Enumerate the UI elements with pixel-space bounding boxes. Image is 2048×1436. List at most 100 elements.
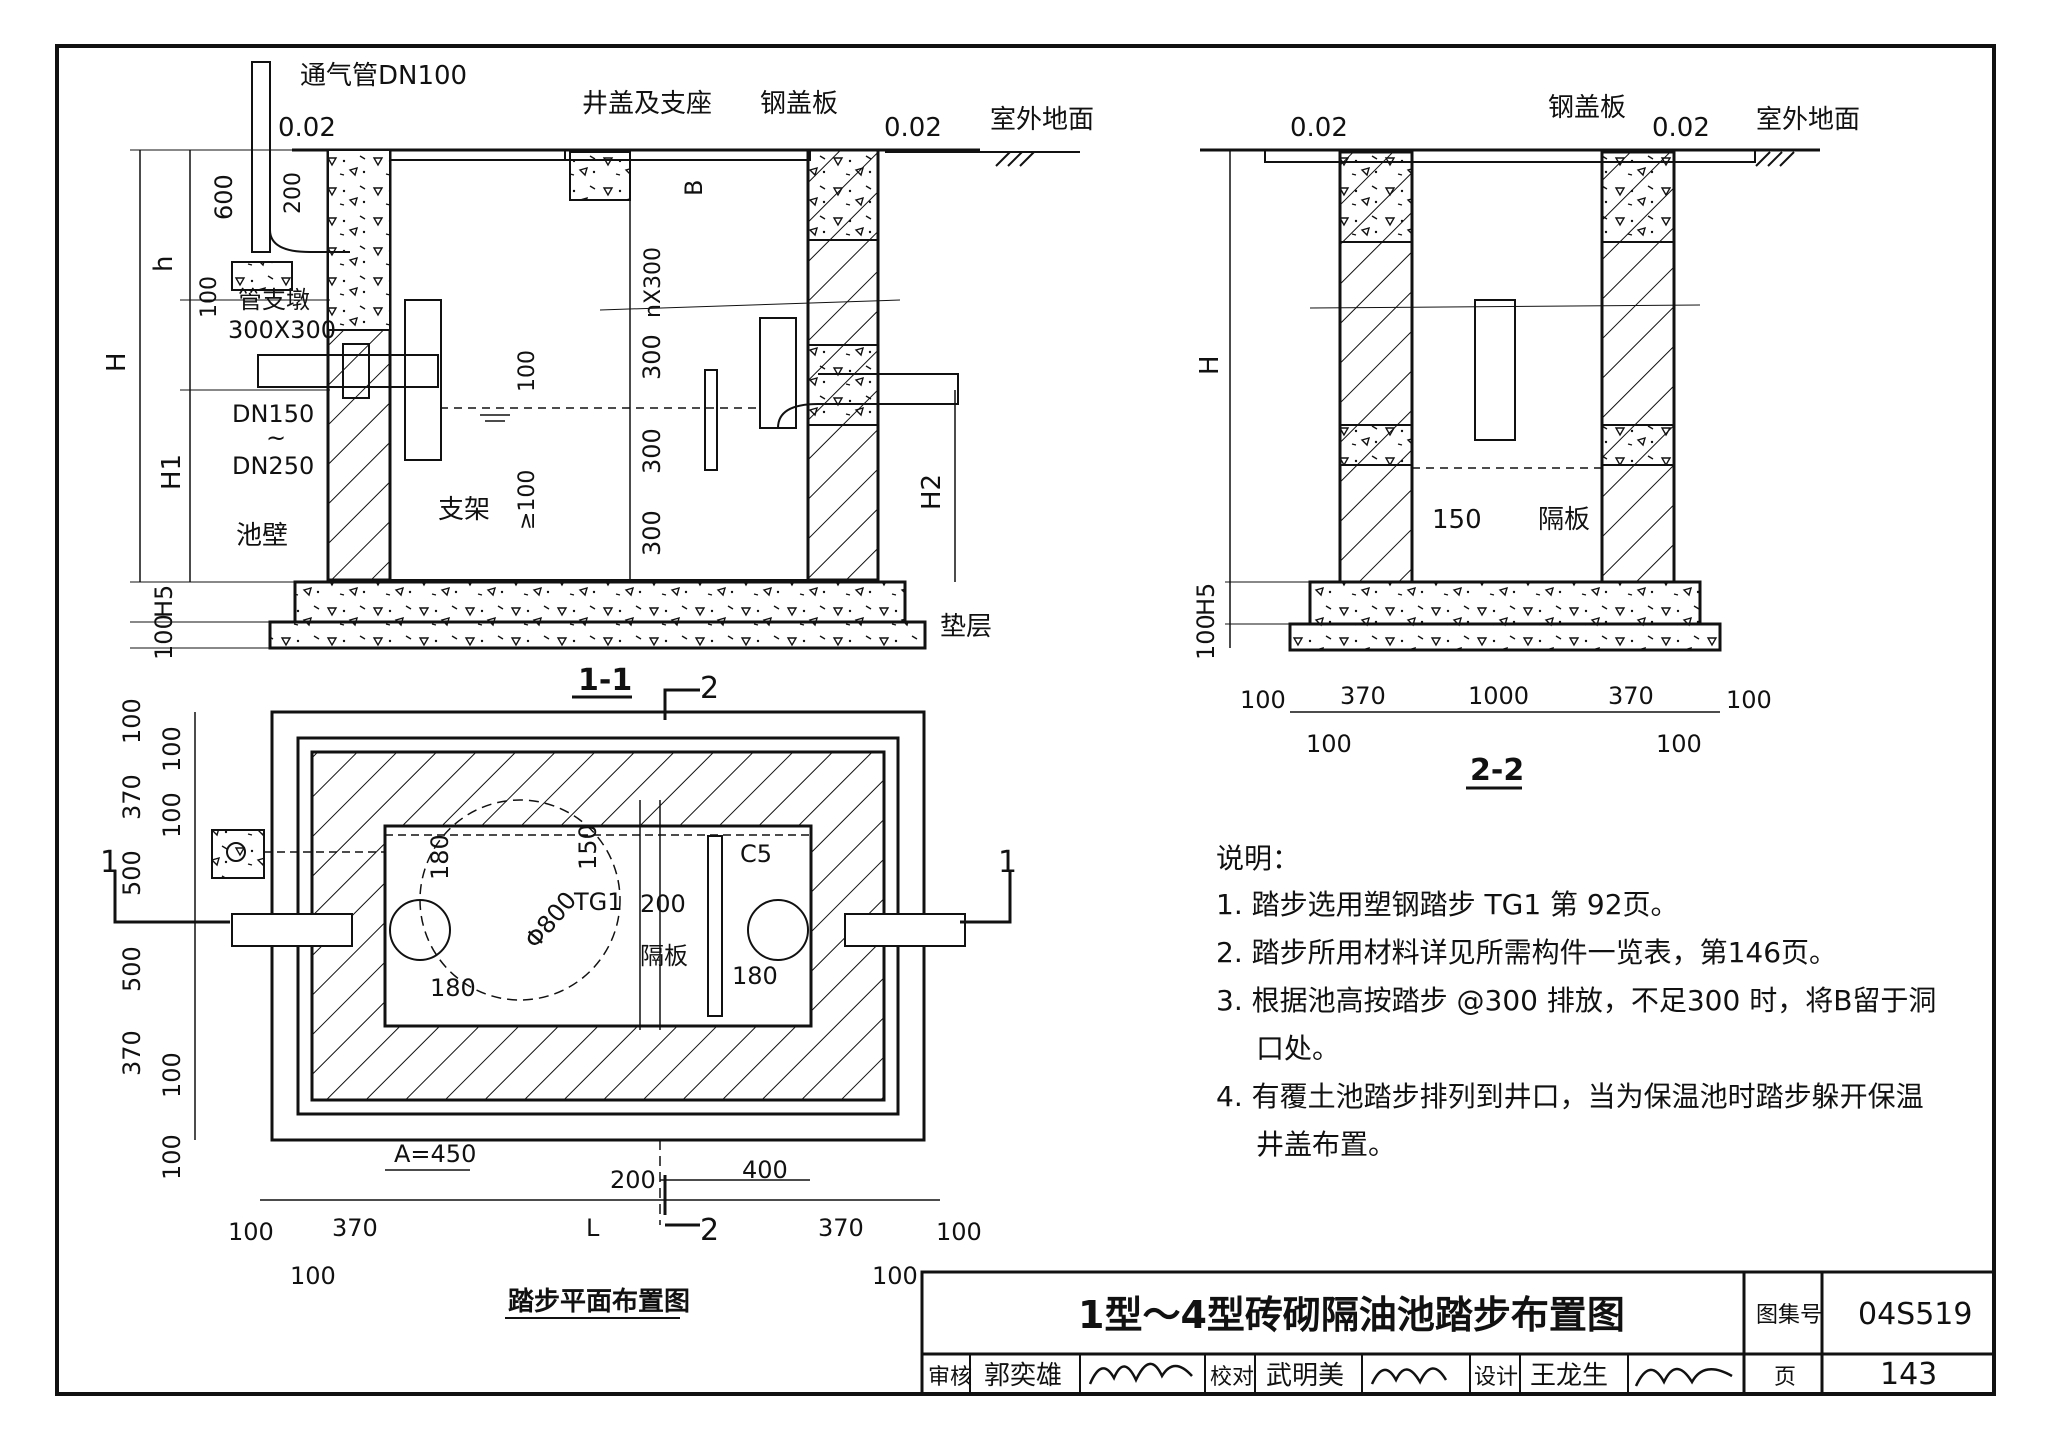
dim-H5-22: H5 [1192,583,1220,616]
dim-100c: 100 [515,350,540,392]
wall-label: 池壁 [236,521,288,551]
dim-300b: 300 [638,428,666,474]
designer-name: 王龙生 [1530,1361,1608,1391]
checker-signature [1370,1367,1448,1385]
dim-200: 200 [281,172,306,214]
dim-22-top-0: 100 [1240,686,1286,714]
inlet-tee [404,299,442,461]
plan-d400: 400 [742,1156,788,1184]
title-block: 1型～4型砖砌隔油池踏步布置图 图集号 04S519 页 143 审核 郭奕雄 … [920,1270,1996,1396]
plan-d180b: 180 [430,974,476,1002]
plan-sec-mark-2: 2 [700,1213,719,1248]
dim-B: B [680,180,708,196]
page-label: 页 [1774,1365,1796,1390]
plan-left-dim-6: 370 [118,1030,146,1076]
design-label: 设计 [1474,1365,1518,1390]
vent-pipe [251,61,271,253]
plan-d180c: 180 [732,962,778,990]
outlet-tee [759,317,797,429]
plan-a450: A=450 [394,1140,476,1168]
dim-H-22: H [1195,355,1225,375]
notes-block: 说明： 1. 踏步选用塑钢踏步 TG1 第 92页。 2. 踏步所用材料详见所需… [1216,842,1936,1161]
cover-support-label: 井盖及支座 [582,89,712,119]
plan-partition [707,835,723,1017]
plan-c5: C5 [740,840,772,868]
elev-left-22: 0.02 [1290,113,1348,143]
section-2-mark: 2 [700,671,719,706]
plan-view: 100 100 370 100 500 500 370 100 100 1 1 … [100,698,1017,1319]
dim-22-top-4: 100 [1726,686,1772,714]
plan-bot-dim-0: 100 [228,1218,274,1246]
plan-sec-mark-1-left: 1 [100,845,119,880]
steel-cover-label-22: 钢盖板 [1548,93,1626,123]
section-1-1: 通气管DN100 井盖及支座 钢盖板 0.02 0.02 室外地面 600 20… [102,61,1094,720]
plan-d150: 150 [574,824,602,870]
plan-bot-dim2-0: 100 [290,1262,336,1290]
dim-H1: H1 [157,454,187,490]
plan-sec-mark-1-right: 1 [998,845,1017,880]
elev-right-22: 0.02 [1652,113,1710,143]
note-4: 4. 有覆土池踏步排列到井口，当为保温池时踏步躲开保温 [1216,1080,1924,1113]
dn150-label: DN150 [232,400,314,428]
plan-bot-dim-3: 100 [936,1218,982,1246]
plan-inlet-pipe [231,913,353,947]
bracket-label: 支架 [438,495,490,525]
checker-name: 武明美 [1266,1361,1344,1391]
dim-22-top-3: 370 [1608,682,1654,710]
plan-outlet-pipe [844,913,966,947]
note-3: 3. 根据池高按踏步 @300 排放，不足300 时，将B留于洞 [1216,984,1936,1017]
plan-bot-dim-2: 370 [818,1214,864,1242]
pier-size-label: 300X300 [228,316,336,344]
dim-22-top-1: 370 [1340,682,1386,710]
dim-100: 100 [197,276,222,318]
elev-right-label: 0.02 [884,113,942,143]
tilde-label: ~ [266,424,286,452]
outdoor-ground-22: 室外地面 [1756,105,1860,135]
plan-left-dim-5: 500 [118,946,146,992]
plan-left-dim-8: 100 [158,1134,186,1180]
notes-heading: 说明： [1216,842,1300,875]
outlet-pipe-22 [1474,299,1516,441]
dim-100-22: 100 [1192,614,1220,660]
dim-h: h [149,256,179,272]
dim-22-bot-1: 100 [1656,730,1702,758]
dim-300c: 300 [638,510,666,556]
note-3-cont: 口处。 [1256,1032,1340,1065]
plan-left-dim-3: 100 [158,792,186,838]
dim-300a: 300 [638,334,666,380]
plan-d200b: 200 [610,1166,656,1194]
atlas-label: 图集号 [1756,1303,1822,1328]
dim-H: H [102,352,132,372]
plan-bot-dim-1: 370 [332,1214,378,1242]
pipe-pier-label: 管支墩 [238,286,310,314]
plan-pipe-pier [211,829,265,879]
note-1: 1. 踏步选用塑钢踏步 TG1 第 92页。 [1216,888,1679,921]
atlas-no: 04S519 [1858,1297,1972,1332]
partition-22: 隔板 [1538,505,1590,535]
dim-22-top-2: 1000 [1468,682,1529,710]
plan-pool [383,824,813,1028]
dim-150-22: 150 [1432,505,1482,535]
plan-left-dim-2: 370 [118,774,146,820]
note-4-cont: 井盖布置。 [1256,1128,1396,1161]
plan-left-dim-4: 500 [118,850,146,896]
reviewer-signature [1088,1362,1193,1385]
note-2: 2. 踏步所用材料详见所需构件一览表，第146页。 [1216,936,1837,969]
review-label: 审核 [928,1365,972,1390]
plan-bot-dim2-1: 100 [872,1262,918,1290]
dim-ge100: ≥100 [515,470,540,530]
manhole-circle [419,799,621,1001]
reviewer-name: 郭奕雄 [984,1361,1062,1391]
section-1-1-caption: 1-1 [578,663,632,698]
outdoor-ground-label: 室外地面 [990,105,1094,135]
plan-d200a: 200 [640,890,686,918]
plan-caption: 踏步平面布置图 [508,1286,690,1317]
plan-left-dim-7: 100 [158,1052,186,1098]
page-no: 143 [1880,1357,1937,1392]
plan-d180a: 180 [426,834,454,880]
dim-nx300: nX300 [641,247,666,318]
cushion-layer [268,620,927,650]
vent-pipe-label: 通气管DN100 [300,61,467,91]
outlet-well [747,899,809,961]
